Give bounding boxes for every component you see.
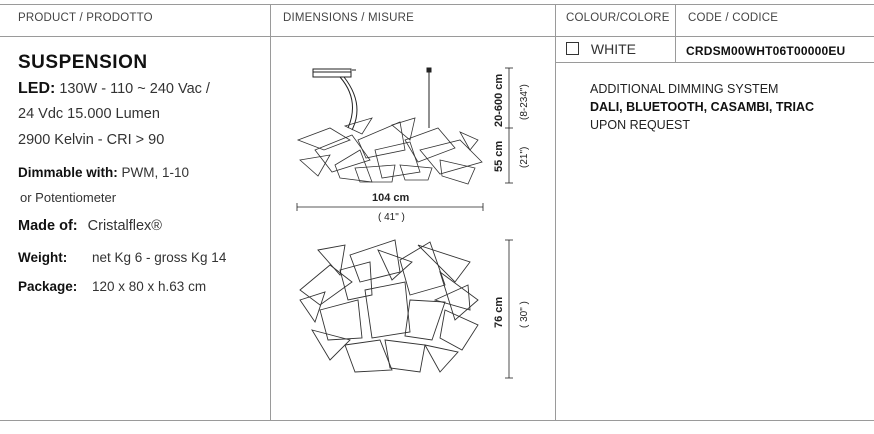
- dimmable-label: Dimmable with:: [18, 165, 118, 180]
- led-value: 130W - 110 ~ 240 Vac /: [59, 81, 210, 97]
- made-line: Made of: Cristalflex®: [18, 218, 162, 234]
- package-label: Package:: [18, 279, 78, 294]
- notes-line-2: DALI, BLUETOOTH, CASAMBI, TRIAC: [590, 100, 815, 114]
- weight-value: net Kg 6 - gross Kg 14: [92, 250, 227, 265]
- dimmable-line-2: or Potentiometer: [20, 190, 117, 205]
- made-label: Made of:: [18, 218, 78, 234]
- header-code: CODE / CODICE: [688, 12, 779, 24]
- header-colour: COLOUR/COLORE: [566, 12, 670, 24]
- drop-cm-label: 20-600 cm: [493, 73, 505, 127]
- dimmable-line: Dimmable with: PWM, 1-10: [18, 165, 189, 180]
- colour-label: WHITE: [590, 41, 636, 57]
- notes-line-1: ADDITIONAL DIMMING SYSTEM: [590, 82, 779, 96]
- header-product: PRODUCT / PRODOTTO: [18, 12, 153, 24]
- led-line-3: 2900 Kelvin - CRI > 90: [18, 132, 165, 148]
- top-cm-label: 76 cm: [493, 296, 505, 328]
- col-divider-3: [675, 4, 676, 62]
- led-line-1: LED: 130W - 110 ~ 240 Vac /: [18, 80, 210, 98]
- led-line-2: 24 Vdc 15.000 Lumen: [18, 106, 160, 122]
- width-cm-label: 104 cm: [372, 192, 409, 204]
- colour-option-white[interactable]: WHITE: [566, 41, 636, 57]
- product-code: CRDSM00WHT06T00000EU: [686, 44, 846, 58]
- height-in-label: (21"): [519, 146, 530, 168]
- notes-line-3: UPON REQUEST: [590, 118, 691, 132]
- col-divider-1: [270, 4, 271, 420]
- colour-checkbox[interactable]: [566, 42, 579, 55]
- dimmable-value: PWM, 1-10: [121, 165, 190, 180]
- header-dimensions: DIMENSIONS / MISURE: [283, 12, 414, 24]
- top-in-label: ( 30" ): [519, 301, 530, 328]
- width-cm: 104 cm: [372, 192, 410, 204]
- bottom-rule: [0, 420, 874, 421]
- weight-label: Weight:: [18, 250, 68, 265]
- ceiling-canopy: [312, 68, 352, 78]
- made-value: Cristalflex®: [87, 218, 162, 234]
- width-in-label: ( 41" ): [378, 212, 405, 223]
- height-cm-label: 55 cm: [493, 140, 505, 172]
- top-rule: [0, 4, 874, 5]
- led-label: LED:: [18, 80, 56, 97]
- header-rule: [0, 36, 874, 37]
- drop-in-label: (8-234"): [519, 84, 530, 120]
- col-divider-2: [555, 4, 556, 420]
- product-title: SUSPENSION: [18, 52, 148, 73]
- colour-row-rule: [555, 62, 874, 63]
- package-value: 120 x 80 x h.63 cm: [92, 279, 207, 294]
